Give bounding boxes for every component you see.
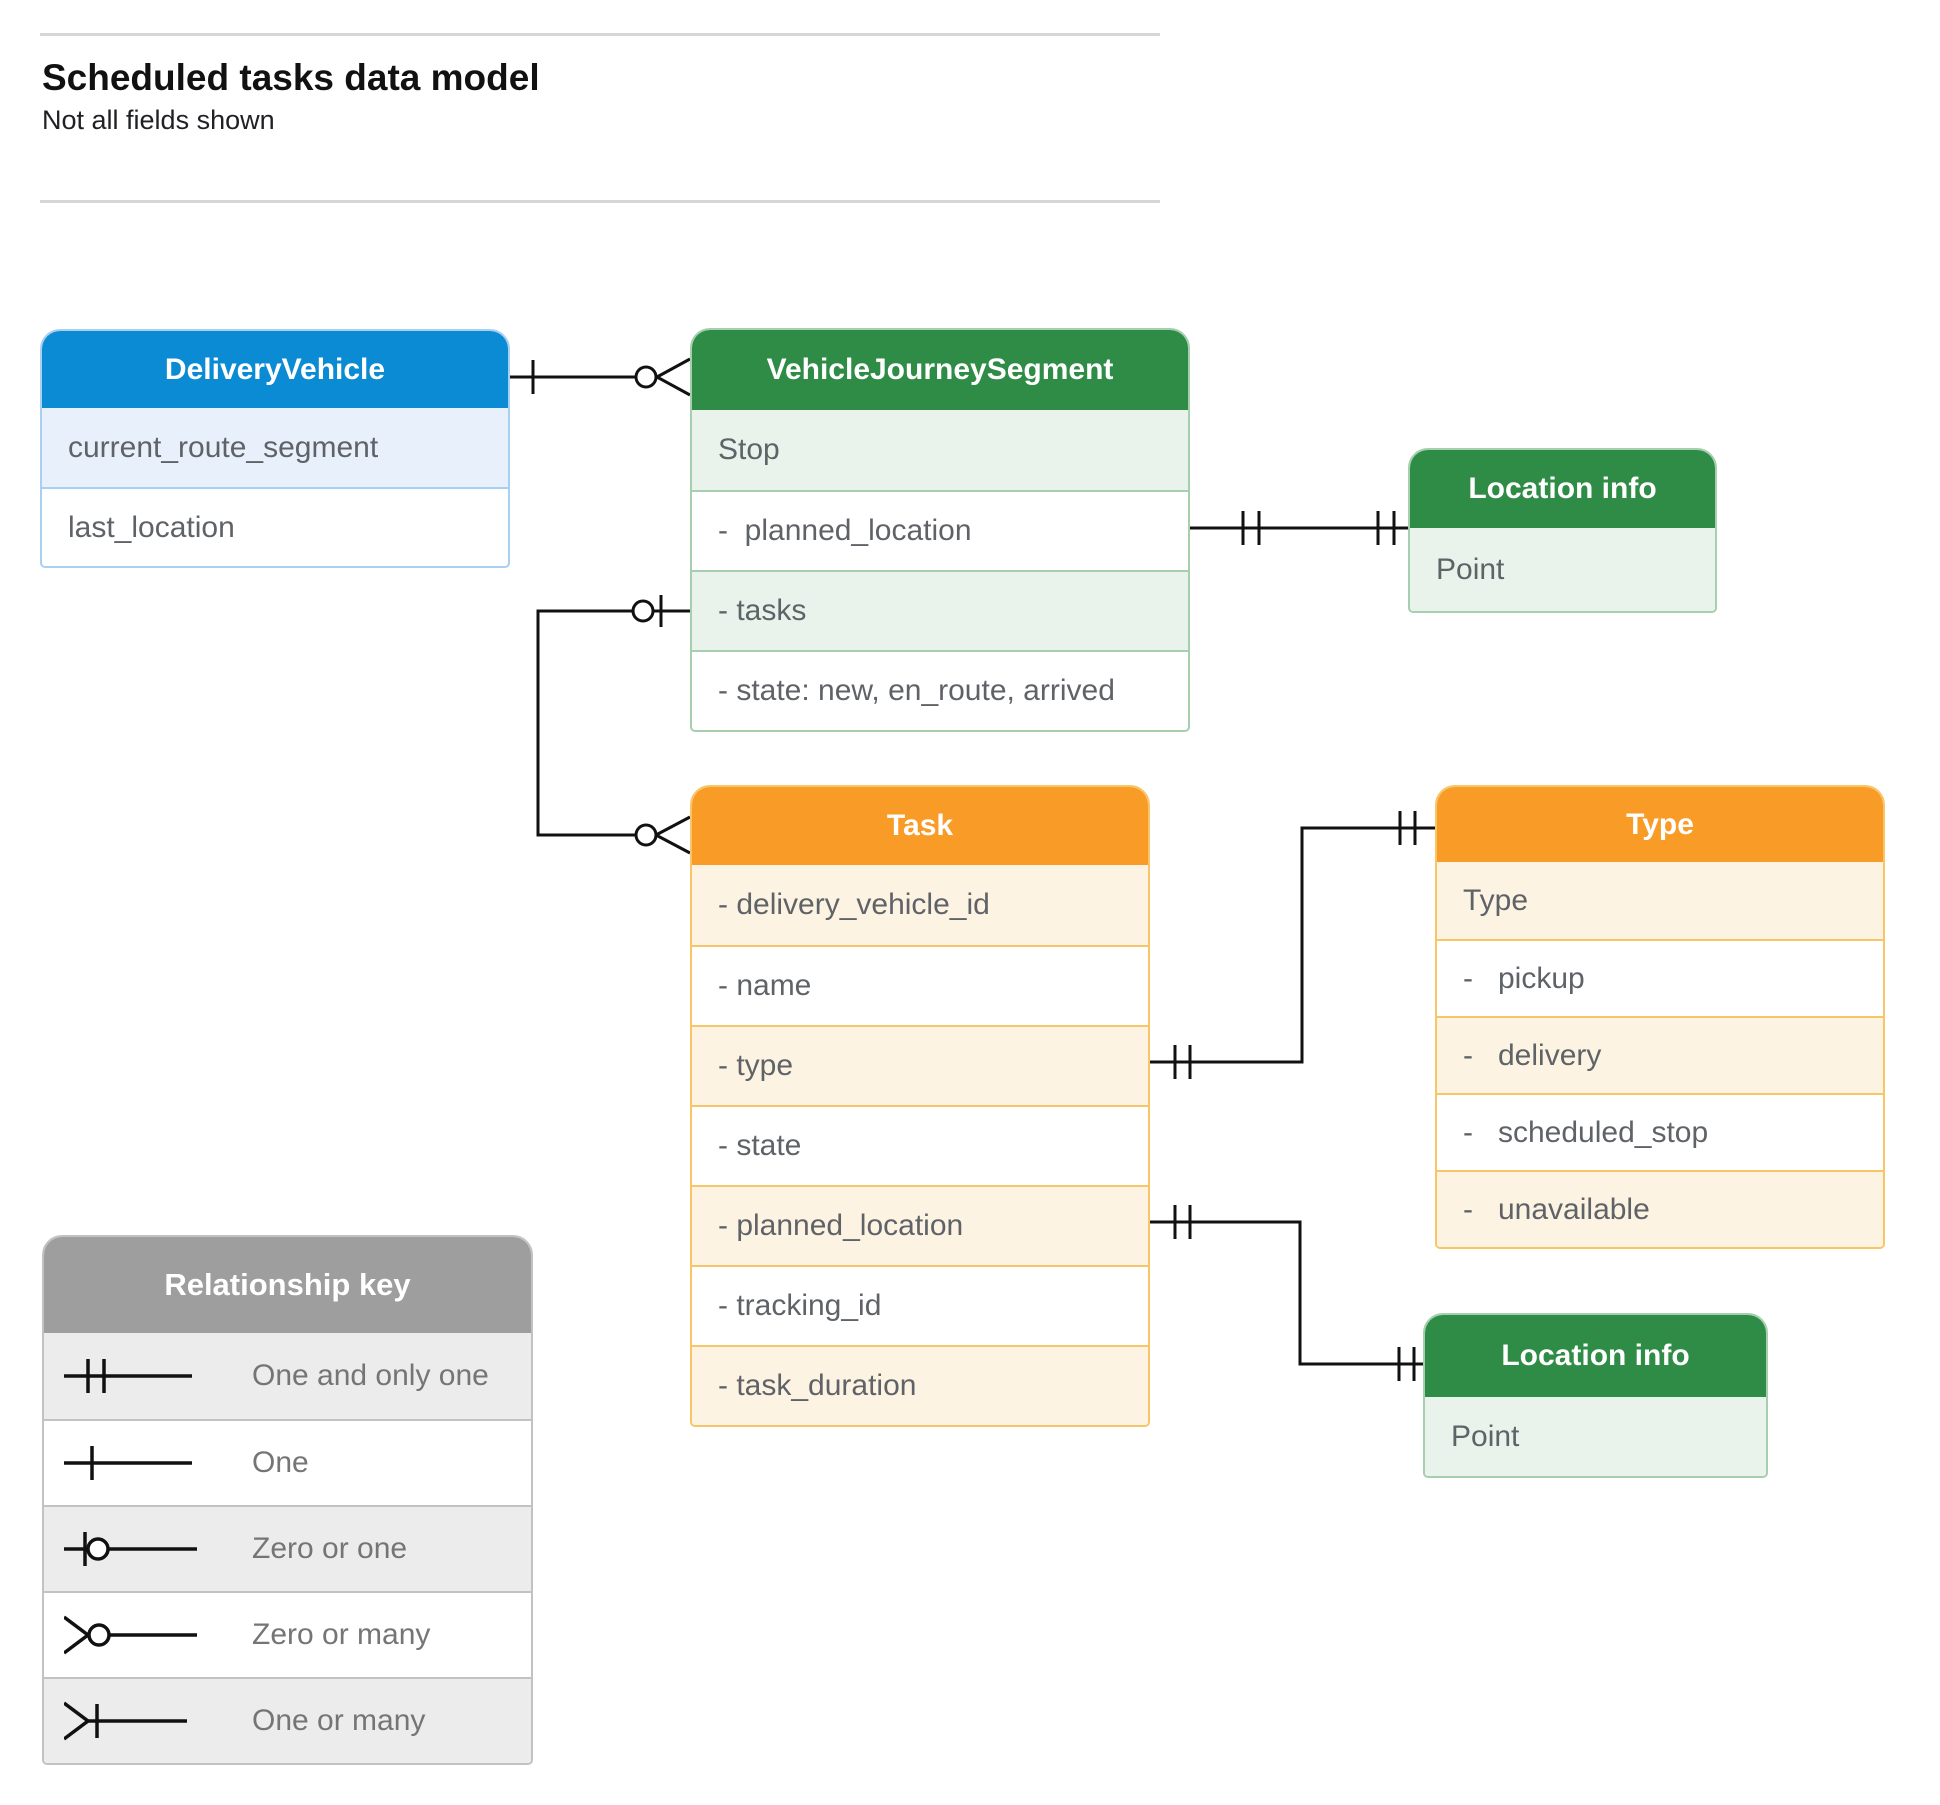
entity-header-task: Task [692, 787, 1148, 865]
field-pickup: - pickup [1437, 939, 1883, 1016]
field-tasks: - tasks [692, 570, 1188, 650]
legend-label: One or many [252, 1704, 426, 1737]
connector-task-type-to-type [1150, 811, 1435, 1079]
relationship-key-header: Relationship key [44, 1237, 531, 1333]
connector-deliveryvehicle-to-vjs [510, 357, 691, 397]
entity-location-info-bottom: Location info Point [1423, 1313, 1768, 1478]
field-task-planned-location: - planned_location [692, 1185, 1148, 1265]
entity-location-info-top: Location info Point [1408, 448, 1717, 613]
one-or-many-symbol-icon [64, 1701, 187, 1741]
field-delivery: - delivery [1437, 1016, 1883, 1093]
entity-type: Type Type - pickup - delivery - schedule… [1435, 785, 1885, 1249]
one-symbol-icon [64, 1446, 192, 1480]
entity-header-type: Type [1437, 787, 1883, 862]
entity-header-delivery-vehicle: DeliveryVehicle [42, 331, 508, 408]
entity-header-vehicle-journey-segment: VehicleJourneySegment [692, 330, 1188, 410]
field-type-title: Type [1437, 862, 1883, 939]
relationship-key: Relationship key One and only one One Ze… [42, 1235, 533, 1765]
field-task-duration: - task_duration [692, 1345, 1148, 1425]
entity-header-location-info-top: Location info [1410, 450, 1715, 528]
legend-row-zero-or-many: Zero or many [44, 1591, 531, 1677]
entity-delivery-vehicle: DeliveryVehicle current_route_segment la… [40, 329, 510, 568]
entity-vehicle-journey-segment: VehicleJourneySegment Stop - planned_loc… [690, 328, 1190, 732]
page-title: Scheduled tasks data model [42, 57, 540, 98]
connector-vjs-tasks-to-task [536, 595, 691, 855]
field-point-bottom: Point [1425, 1397, 1766, 1476]
field-point-top: Point [1410, 528, 1715, 611]
legend-label: One and only one [252, 1359, 489, 1392]
entity-header-location-info-bottom: Location info [1425, 1315, 1766, 1397]
field-name: - name [692, 945, 1148, 1025]
subtitle-divider [40, 200, 1160, 203]
top-divider [40, 33, 1160, 36]
legend-label: Zero or one [252, 1532, 408, 1565]
field-delivery-vehicle-id: - delivery_vehicle_id [692, 865, 1148, 945]
field-last-location: last_location [42, 487, 508, 566]
field-unavailable: - unavailable [1437, 1170, 1883, 1247]
one-and-only-one-symbol-icon [64, 1359, 192, 1393]
legend-row-one-or-many: One or many [44, 1677, 531, 1763]
zero-or-one-symbol-icon [64, 1532, 197, 1566]
legend-row-zero-or-one: Zero or one [44, 1505, 531, 1591]
legend-row-one: One [44, 1419, 531, 1505]
page-subtitle: Not all fields shown [42, 105, 275, 135]
field-planned-location: - planned_location [692, 490, 1188, 570]
legend-row-one-and-only-one: One and only one [44, 1333, 531, 1419]
legend-label: Zero or many [252, 1618, 431, 1651]
connector-task-planned-location-to-location-info-bottom [1150, 1205, 1423, 1381]
field-tracking-id: - tracking_id [692, 1265, 1148, 1345]
legend-label: One [252, 1446, 309, 1479]
connector-vjs-planned-location-to-location-info-top [1190, 511, 1408, 545]
field-stop: Stop [692, 410, 1188, 490]
field-state: - state: new, en_route, arrived [692, 650, 1188, 730]
field-current-route-segment: current_route_segment [42, 408, 508, 487]
zero-or-many-symbol-icon [64, 1615, 197, 1655]
entity-task: Task - delivery_vehicle_id - name - type… [690, 785, 1150, 1427]
field-scheduled-stop: - scheduled_stop [1437, 1093, 1883, 1170]
field-task-state: - state [692, 1105, 1148, 1185]
field-type: - type [692, 1025, 1148, 1105]
